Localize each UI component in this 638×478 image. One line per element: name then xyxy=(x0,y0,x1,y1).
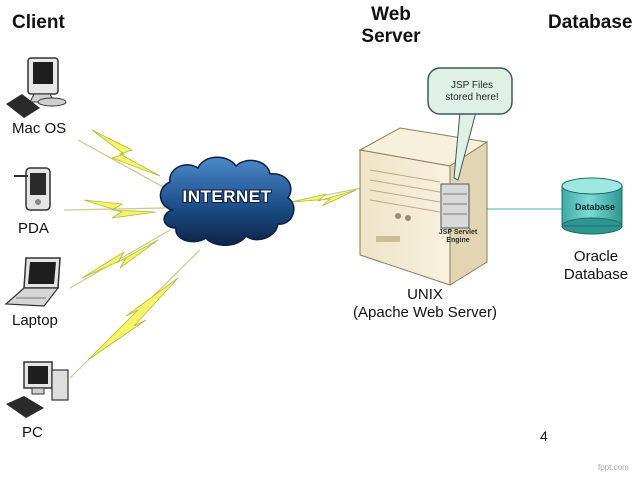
callout-bubble xyxy=(427,67,513,181)
client-label-laptop: Laptop xyxy=(12,312,58,329)
lightning-icon xyxy=(87,277,179,361)
server-rack-icon xyxy=(440,183,470,229)
web-server-header-line2: Server xyxy=(361,26,421,47)
callout-line1: JSP Files xyxy=(450,80,494,91)
engine-label: JSP Servlet Engine xyxy=(428,229,488,245)
database-header: Database xyxy=(548,12,633,33)
client-header: Client xyxy=(12,12,65,33)
lightning-bolts xyxy=(81,129,357,361)
client-label-pc: PC xyxy=(22,424,43,441)
database-cylinder-label: Database xyxy=(574,202,616,212)
client-label-pda: PDA xyxy=(18,220,49,237)
database-caption-line2: Database xyxy=(563,266,629,283)
mac-computer-icon xyxy=(6,57,67,118)
internet-label: INTERNET xyxy=(182,187,272,206)
laptop-icon xyxy=(4,257,61,307)
lightning-icon xyxy=(291,189,357,207)
server-caption-line2: (Apache Web Server) xyxy=(353,304,497,321)
callout-line2: stored here! xyxy=(445,92,499,103)
lightning-icon xyxy=(83,199,157,219)
server-caption-line1: UNIX xyxy=(407,286,443,303)
cloud-icon xyxy=(159,156,295,246)
engine-line2: Engine xyxy=(446,237,470,244)
watermark: fppt.com xyxy=(598,463,629,472)
callout-text: JSP Files stored here! xyxy=(430,80,514,104)
database-cylinder-icon xyxy=(561,177,623,235)
web-server-header-line1: Web xyxy=(371,4,411,25)
lightning-icon xyxy=(91,129,161,177)
lightning-icon xyxy=(81,239,159,279)
pda-icon xyxy=(14,167,51,211)
client-label-mac-os: Mac OS xyxy=(12,120,67,137)
database-caption-line1: Oracle xyxy=(573,248,619,265)
pc-icon xyxy=(6,361,69,418)
engine-line1: JSP Servlet xyxy=(438,229,478,236)
page-number: 4 xyxy=(540,428,548,444)
